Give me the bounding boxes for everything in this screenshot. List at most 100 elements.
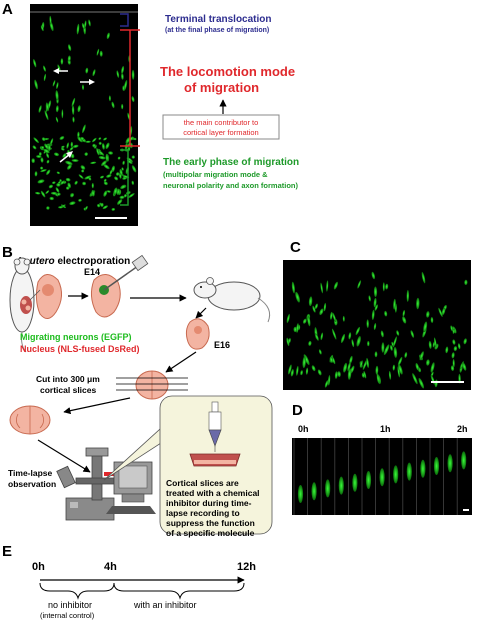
- neuron-cell: [392, 336, 397, 348]
- neuron-cell: [49, 138, 54, 146]
- terminal-translocation-title: Terminal translocation: [165, 14, 272, 25]
- neuron-cell: [101, 143, 105, 150]
- neuron-cell: [67, 55, 71, 62]
- neuron-cell: [61, 145, 65, 149]
- neuron-cell: [117, 156, 121, 160]
- neuron-cell: [56, 182, 61, 187]
- neuron-cell: [430, 362, 435, 373]
- timepoint-1h: 1h: [380, 424, 391, 434]
- cortex-micrograph-a: [30, 4, 138, 226]
- neuron-cell: [92, 143, 96, 148]
- e16-label: E16: [214, 340, 230, 350]
- neuron-cell: [81, 23, 85, 30]
- neuron-cell: [300, 370, 303, 376]
- neuron-cell: [131, 165, 137, 173]
- timelapse-frames: [293, 438, 467, 515]
- no-inhibitor-label: no inhibitor: [48, 600, 92, 610]
- cut-label-1: Cut into 300 μm: [36, 374, 100, 384]
- callout-line-2: treated with a chemical: [166, 488, 260, 498]
- neuron-cell: [56, 171, 60, 175]
- neuron-cell: [392, 364, 396, 371]
- callout-line-6: of a specific molecule: [166, 528, 255, 538]
- neuron-cell: [314, 303, 318, 310]
- neuron-cell: [59, 136, 65, 140]
- neuron-cell: [396, 330, 400, 336]
- neuron-cell: [398, 364, 403, 375]
- panel-label-b: B: [2, 244, 13, 261]
- timelapse-label-1: Time-lapse: [8, 468, 53, 478]
- neuron-cell: [131, 155, 135, 159]
- neuron-cell: [334, 371, 338, 379]
- neuron-cell: [330, 311, 333, 320]
- neuron-cell: [49, 15, 52, 25]
- neuron-cell: [49, 196, 54, 201]
- neuron-cell: [38, 105, 42, 113]
- neuron-cell: [131, 180, 135, 185]
- neuron-cell: [84, 152, 88, 156]
- callout-line-5: suppress the function: [166, 518, 255, 528]
- neuron-cell: [33, 59, 37, 68]
- neuron-cell: [121, 167, 124, 171]
- neuron-cell: [67, 44, 72, 51]
- cortical-slice-icon: [9, 405, 51, 435]
- neuron-cell: [58, 206, 64, 209]
- neuron-cell: [380, 330, 384, 338]
- neuron-cell: [421, 272, 426, 284]
- timeline-4h: 4h: [104, 561, 117, 573]
- neuron-cell: [77, 105, 81, 113]
- neuron-cell: [374, 351, 378, 358]
- neuron-cell: [319, 308, 324, 316]
- neuron-cell: [402, 316, 407, 324]
- neuron-cell: [103, 178, 107, 182]
- neuron-cell: [80, 136, 85, 141]
- bracket-early: [120, 149, 129, 206]
- neuron-cell: [415, 363, 420, 371]
- neuron-cell: [384, 310, 388, 317]
- panel-label-e: E: [2, 543, 12, 560]
- neuron-cell: [76, 23, 80, 35]
- neuron-cell: [451, 352, 455, 359]
- neuron-cell: [286, 337, 290, 347]
- arrow-to-brain: [165, 351, 197, 373]
- neuron-cell: [462, 362, 467, 371]
- neuron-cell: [305, 367, 309, 375]
- neuron-cell: [348, 332, 352, 340]
- neuron-cell: [288, 364, 292, 375]
- pregnant-mouse-icon: [9, 257, 35, 353]
- neuron-cell: [128, 193, 135, 198]
- neuron-cell: [67, 164, 72, 170]
- neuron-cell: [356, 336, 361, 347]
- neuron-cell: [383, 344, 390, 356]
- neuron-cell: [308, 296, 313, 307]
- neuron-cell: [52, 181, 56, 184]
- embryo-e16-icon: [185, 318, 210, 350]
- neuron-cell: [45, 102, 50, 112]
- neuron-cell: [50, 191, 58, 195]
- neuron-cell: [131, 69, 135, 80]
- neuron-cell: [71, 97, 76, 107]
- neuron-cell: [61, 109, 64, 119]
- neuron-cell: [123, 80, 128, 91]
- panel-label-a: A: [2, 1, 13, 18]
- neuron-cell: [106, 32, 110, 40]
- neuron-cell: [82, 181, 86, 186]
- migrating-cell-frame: [325, 479, 331, 498]
- neuron-cell: [40, 157, 44, 163]
- neuron-cell: [293, 326, 298, 333]
- neuron-cell: [347, 368, 352, 380]
- migrating-cell-frame: [433, 457, 440, 475]
- mouse-icon: [193, 277, 271, 323]
- neuron-cell: [317, 369, 322, 376]
- neuron-cell: [410, 330, 415, 338]
- terminal-translocation-sub: (at the final phase of migration): [165, 27, 269, 34]
- neuron-cell: [56, 82, 59, 90]
- neuron-cell: [57, 64, 61, 72]
- neuron-cell: [120, 184, 127, 190]
- neuron-cell: [66, 142, 69, 149]
- neuron-cell: [96, 48, 100, 56]
- migrating-cell-frame: [461, 451, 467, 470]
- neuron-cell: [46, 159, 50, 164]
- neuron-cell: [35, 191, 41, 195]
- neuron-cell: [333, 281, 338, 290]
- neuron-cell: [82, 124, 86, 134]
